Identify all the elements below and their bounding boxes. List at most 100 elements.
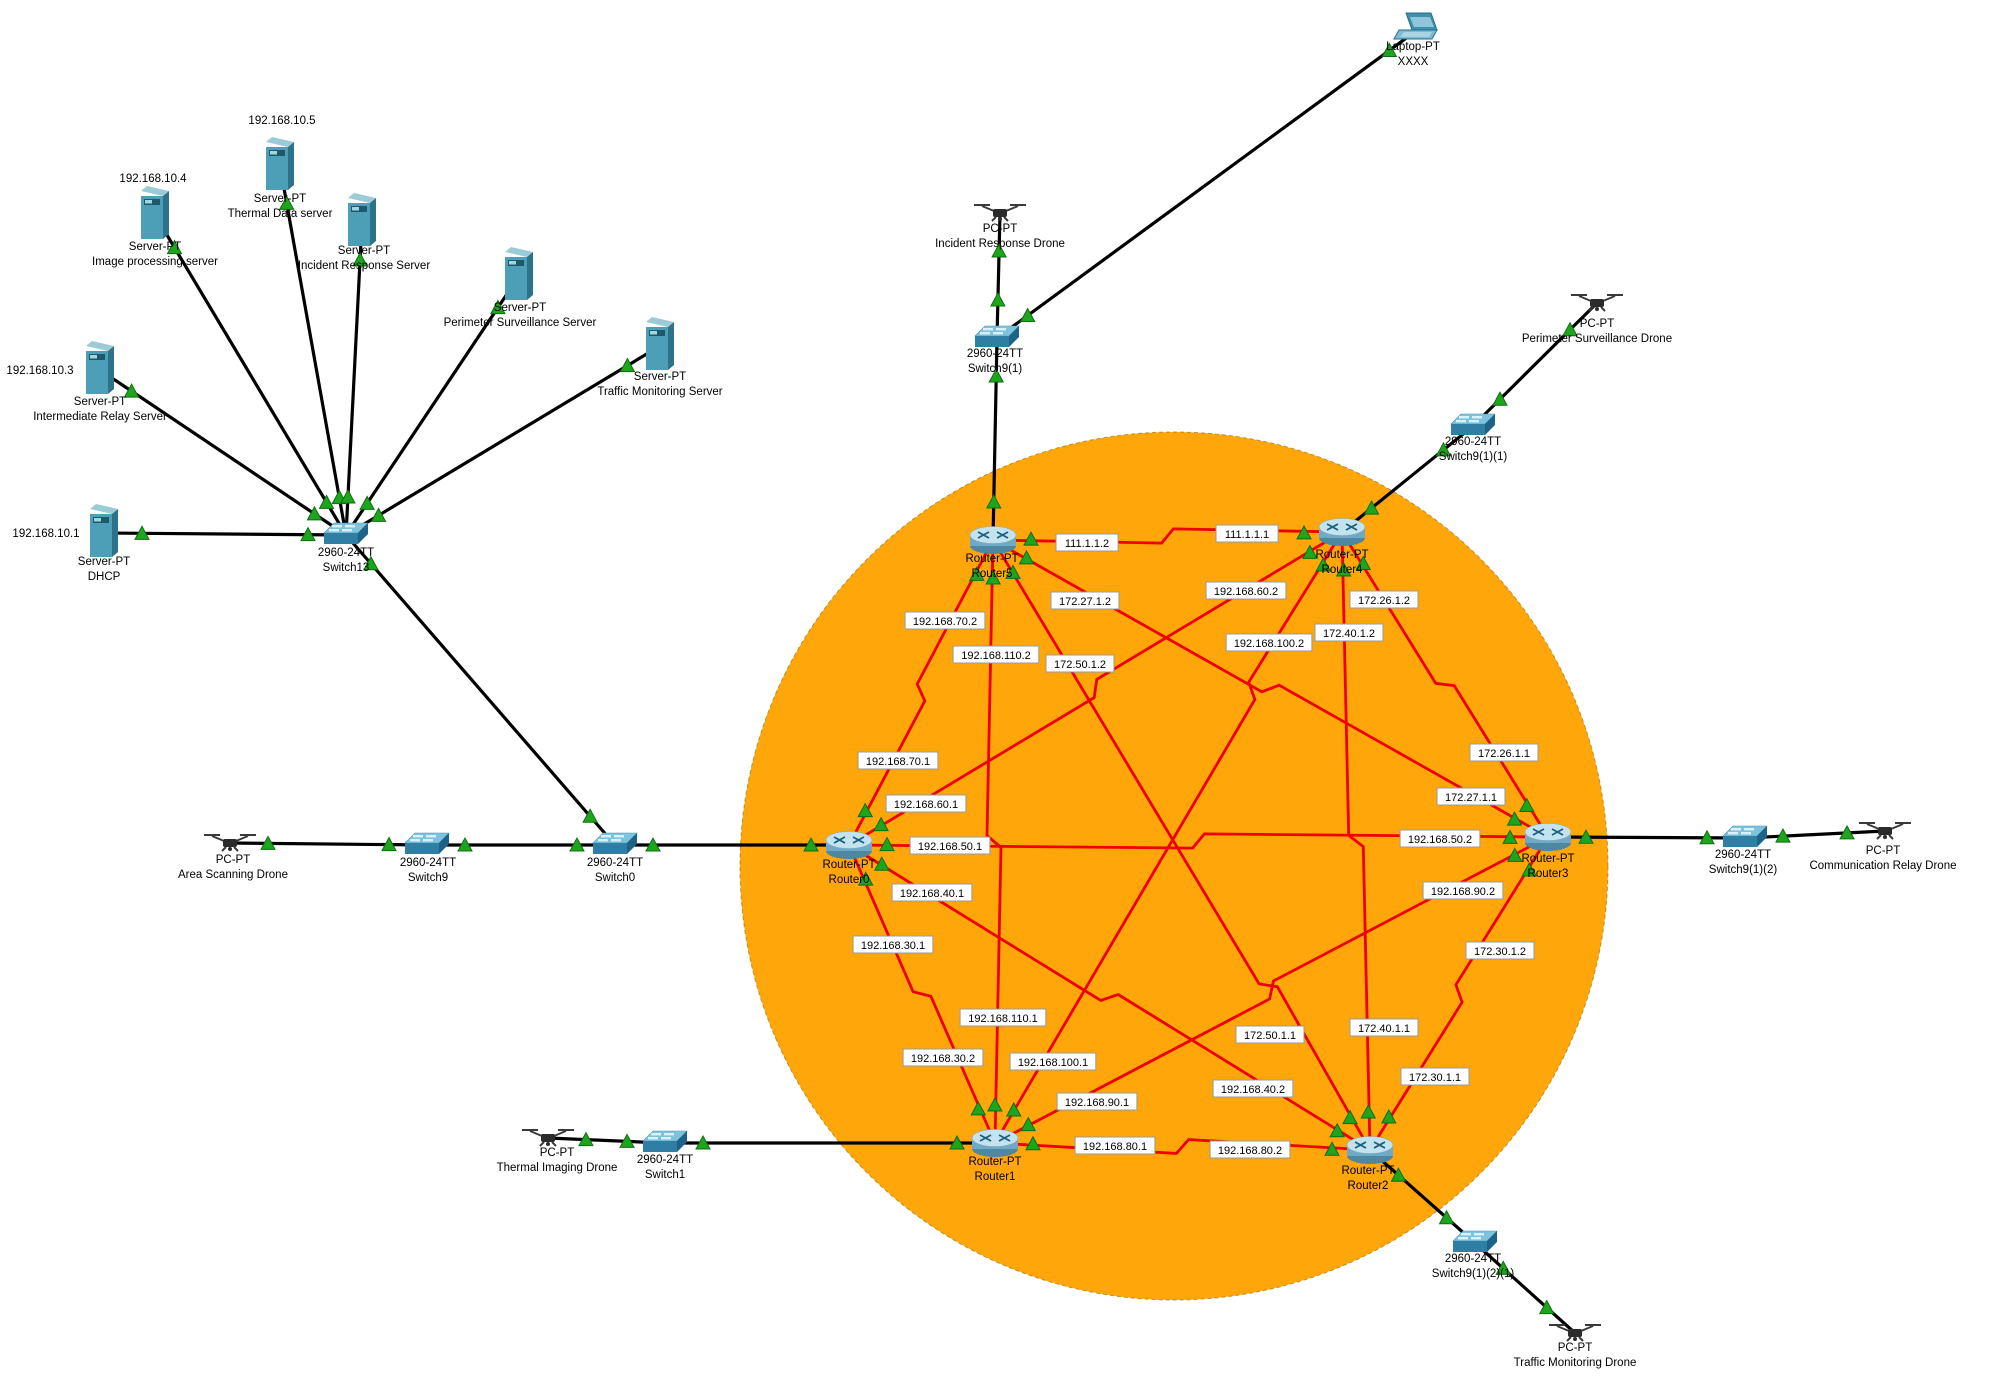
- device-label: Incident Response Drone: [935, 238, 1065, 250]
- device-laptop[interactable]: [1393, 12, 1438, 40]
- link-status-arrow: [857, 802, 874, 818]
- link-status-arrow: [457, 836, 473, 852]
- device-label: 2960-24TT: [587, 857, 643, 869]
- link-ip-label-box: [1009, 1052, 1097, 1071]
- device-drone-perimeter[interactable]: [1571, 294, 1623, 312]
- device-label: Laptop-PT: [1386, 41, 1440, 53]
- device-router2[interactable]: [1346, 1136, 1394, 1165]
- link-router5-router3[interactable]: [992, 538, 1549, 839]
- device-drone-thermal[interactable]: [522, 1129, 574, 1147]
- link-status-arrow: [985, 493, 1002, 509]
- link-status-arrow: [569, 836, 585, 852]
- link-srv-perimeter-switch13[interactable]: [344, 275, 521, 536]
- link-drone-area-switch9[interactable]: [229, 841, 428, 847]
- link-status-arrow: [1363, 500, 1380, 515]
- link-router4-router2[interactable]: [1340, 531, 1372, 1151]
- link-status-arrow: [1018, 549, 1035, 565]
- device-label: Thermal Imaging Drone: [497, 1162, 618, 1174]
- device-switch13[interactable]: [323, 522, 369, 544]
- link-status-arrow: [352, 251, 368, 267]
- link-status-arrow: [260, 835, 276, 850]
- link-drone-perimeter-switch9-1-1[interactable]: [1471, 301, 1599, 428]
- device-srv-traffic[interactable]: [646, 317, 674, 370]
- link-switch9-1-2-drone-comm[interactable]: [1744, 829, 1886, 840]
- link-ip-label-box: [1074, 1136, 1156, 1155]
- link-router2-switch9-1-2-1[interactable]: [1368, 1148, 1477, 1245]
- device-label: PC-PT: [216, 854, 251, 866]
- link-router5-router2[interactable]: [991, 539, 1372, 1151]
- link-ip-label-text: 192.168.60.1: [894, 799, 958, 811]
- link-router1-router3[interactable]: [994, 835, 1549, 1145]
- link-srv-thermal-switch13[interactable]: [278, 165, 348, 536]
- link-srv-image-switch13[interactable]: [153, 214, 348, 536]
- link-status-arrow: [968, 566, 985, 581]
- device-switch9-1[interactable]: [974, 325, 1020, 347]
- router-icon: [1318, 518, 1366, 546]
- device-label: Server-PT: [78, 556, 130, 568]
- link-status-arrow: [1381, 42, 1398, 57]
- link-status-arrow: [990, 291, 1006, 307]
- device-switch9-1-2-1[interactable]: [1452, 1230, 1498, 1252]
- link-ip-label-text: 192.168.80.1: [1083, 1141, 1147, 1153]
- drone-icon: [974, 204, 1026, 222]
- link-ip-label: 172.27.1.1: [1436, 787, 1506, 806]
- server-icon: [141, 186, 169, 239]
- device-switch0[interactable]: [592, 832, 638, 854]
- link-router5-router1[interactable]: [985, 539, 1003, 1144]
- link-status-arrow: [306, 505, 323, 521]
- server-icon: [266, 137, 294, 190]
- device-srv-thermal[interactable]: [266, 137, 294, 190]
- link-ip-label: 172.30.1.1: [1400, 1067, 1470, 1086]
- link-router4-router1[interactable]: [993, 531, 1344, 1144]
- link-status-arrow: [1438, 1209, 1455, 1225]
- link-router3-switch9-1-2[interactable]: [1547, 835, 1746, 840]
- device-router1[interactable]: [971, 1129, 1019, 1158]
- link-switch13-switch0[interactable]: [344, 533, 617, 847]
- link-status-arrow: [1335, 561, 1352, 577]
- device-srv-relay[interactable]: [86, 341, 114, 394]
- device-switch1[interactable]: [642, 1130, 688, 1152]
- link-ip-label-box: [1314, 623, 1384, 642]
- device-router0[interactable]: [825, 831, 873, 860]
- link-srv-traffic-switch13[interactable]: [345, 344, 661, 537]
- link-ip-label-box: [1399, 829, 1481, 848]
- device-router3[interactable]: [1524, 823, 1572, 852]
- link-router4-router0[interactable]: [848, 530, 1343, 847]
- device-switch9-1-2[interactable]: [1722, 825, 1768, 847]
- device-label: Traffic Monitoring Drone: [1514, 1357, 1637, 1369]
- link-ip-label: 192.168.100.1: [1009, 1052, 1097, 1071]
- link-ip-label-box: [1349, 1018, 1419, 1037]
- device-drone-traffic[interactable]: [1549, 1324, 1601, 1342]
- link-switch9-1-1-router4[interactable]: [1340, 424, 1475, 534]
- link-status-arrow: [970, 1100, 987, 1116]
- device-drone-comm[interactable]: [1859, 822, 1911, 840]
- link-switch9-1-2-1-drone-traffic[interactable]: [1473, 1241, 1577, 1335]
- device-drone-area[interactable]: [204, 834, 256, 852]
- device-label: Incident Response Server: [298, 260, 430, 272]
- device-srv-dhcp[interactable]: [90, 504, 118, 557]
- device-srv-incident[interactable]: [348, 193, 376, 246]
- link-status-arrow: [1302, 544, 1318, 559]
- switch-icon: [1722, 825, 1768, 847]
- device-switch9-1-1[interactable]: [1450, 413, 1496, 435]
- link-router0-router1[interactable]: [847, 844, 997, 1144]
- device-router4[interactable]: [1318, 518, 1366, 547]
- link-router0-router2[interactable]: [848, 843, 1371, 1152]
- device-router5[interactable]: [969, 526, 1017, 555]
- device-switch9[interactable]: [404, 832, 450, 854]
- link-srv-incident-switch13[interactable]: [344, 221, 364, 536]
- link-router0-router3[interactable]: [848, 832, 1549, 850]
- device-srv-image[interactable]: [141, 186, 169, 239]
- link-drone-incident-switch9-1[interactable]: [995, 212, 1002, 339]
- device-drone-incident[interactable]: [974, 204, 1026, 222]
- device-label: Traffic Monitoring Server: [597, 386, 722, 398]
- link-ip-label-box: [857, 751, 939, 770]
- link-status-arrow: [1518, 797, 1535, 813]
- link-laptop-switch9-1[interactable]: [996, 26, 1421, 340]
- link-srv-relay-switch13[interactable]: [99, 368, 347, 537]
- drone-icon: [204, 834, 256, 852]
- link-status-arrow: [987, 1096, 1003, 1112]
- device-srv-perimeter[interactable]: [505, 247, 533, 300]
- device-label: Router1: [975, 1171, 1016, 1183]
